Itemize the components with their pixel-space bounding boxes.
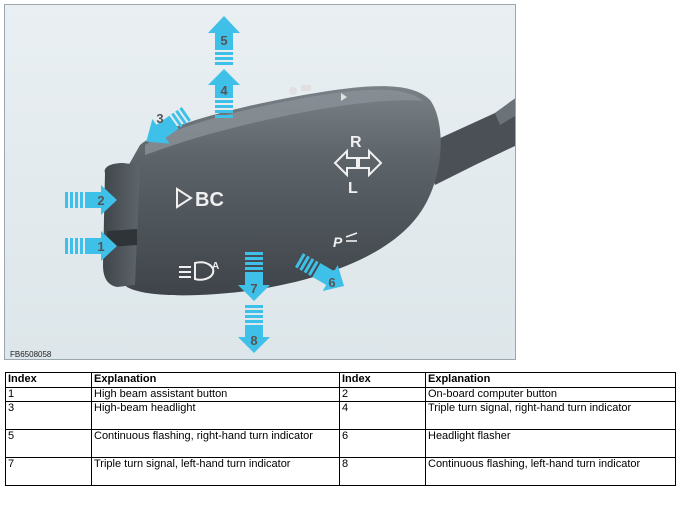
stalk-body — [116, 86, 441, 296]
column-mount — [425, 98, 515, 185]
callout-5: 5 — [220, 33, 227, 48]
explanation-cell: On-board computer button — [425, 387, 676, 402]
callout-4: 4 — [220, 83, 228, 98]
header-explanation-2: Explanation — [425, 372, 676, 388]
callout-arrow-7 — [238, 252, 270, 301]
index-cell: 1 — [5, 387, 92, 402]
explanation-cell: Continuous flashing, right-hand turn ind… — [91, 429, 340, 458]
table-row: 1 High beam assistant button 2 On-board … — [5, 387, 676, 402]
svg-text:A: A — [212, 261, 219, 272]
turn-signal-arrows-icon — [333, 148, 383, 178]
callout-3: 3 — [156, 111, 163, 126]
flasher-label: P — [333, 234, 343, 250]
explanation-cell: High-beam headlight — [91, 401, 340, 430]
header-index-2: Index — [339, 372, 426, 388]
left-turn-label: L — [348, 180, 358, 197]
index-cell: 5 — [5, 429, 92, 458]
table-header-row: Index Explanation Index Explanation — [5, 372, 676, 388]
callout-6: 6 — [328, 275, 335, 290]
callout-arrow-6 — [295, 253, 345, 291]
explanation-cell: Triple turn signal, right-hand turn indi… — [425, 401, 676, 430]
bc-button-label: BC — [195, 189, 224, 211]
callout-arrow-4 — [208, 69, 240, 118]
callout-arrow-5 — [208, 16, 240, 65]
callout-7: 7 — [250, 281, 257, 296]
right-turn-label: R — [350, 134, 362, 151]
explanation-cell: Continuous flashing, left-hand turn indi… — [425, 457, 676, 486]
legend-table: Index Explanation Index Explanation 1 Hi… — [5, 372, 676, 486]
stalk-drawing: BC A R L P — [65, 16, 515, 353]
table-row: 7 Triple turn signal, left-hand turn ind… — [5, 457, 676, 486]
callout-8: 8 — [250, 333, 257, 348]
table-row: 3 High-beam headlight 4 Triple turn sign… — [5, 401, 676, 430]
header-explanation-1: Explanation — [91, 372, 340, 388]
stalk-illustration: BC A R L P — [4, 4, 516, 360]
callout-arrow-2 — [65, 185, 117, 215]
explanation-cell: Triple turn signal, left-hand turn indic… — [91, 457, 340, 486]
index-cell: 3 — [5, 401, 92, 430]
index-cell: 6 — [339, 429, 426, 458]
callout-2: 2 — [97, 193, 104, 208]
top-edge-symbols-icon — [289, 85, 347, 101]
callout-1: 1 — [97, 239, 104, 254]
headlight-flasher-icon — [345, 232, 358, 242]
explanation-cell: High beam assistant button — [91, 387, 340, 402]
explanation-cell: Headlight flasher — [425, 429, 676, 458]
callout-arrow-3 — [146, 106, 191, 144]
high-beam-assistant-icon — [179, 261, 215, 281]
index-cell: 4 — [339, 401, 426, 430]
callout-arrow-8 — [238, 305, 270, 353]
table-row: 5 Continuous flashing, right-hand turn i… — [5, 429, 676, 458]
figure-id: FB6508058 — [10, 350, 52, 359]
callout-arrow-1 — [65, 231, 117, 261]
header-index-1: Index — [5, 372, 92, 388]
stalk-end-cap — [103, 163, 140, 287]
index-cell: 2 — [339, 387, 426, 402]
index-cell: 7 — [5, 457, 92, 486]
index-cell: 8 — [339, 457, 426, 486]
